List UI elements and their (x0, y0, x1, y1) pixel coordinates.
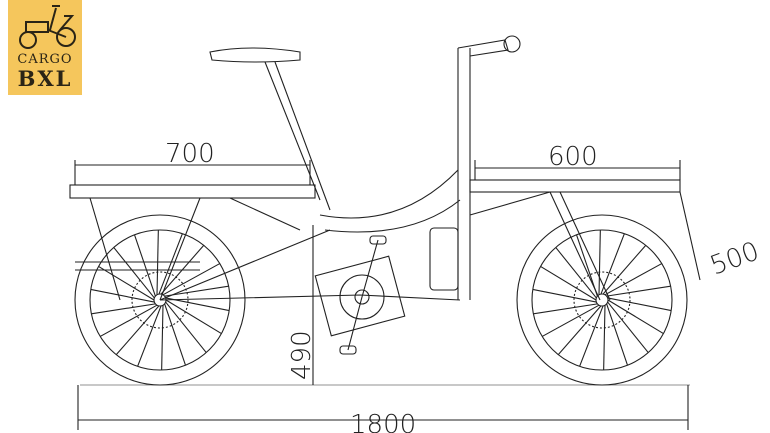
dimension-700: 700 (165, 139, 215, 169)
dimension-lines (74, 160, 701, 430)
spoke (99, 304, 158, 337)
dimension-490: 490 (287, 330, 317, 380)
spoke (541, 304, 600, 337)
spoke (603, 305, 606, 370)
spoke (598, 230, 601, 295)
logo-text-cargo: CARGO (17, 52, 73, 67)
spoke (98, 265, 155, 301)
handlebar (457, 35, 521, 57)
wheel-spokes (90, 230, 672, 370)
spoke (158, 233, 183, 295)
dimension-600: 600 (548, 142, 598, 172)
spoke (555, 247, 597, 299)
seat (209, 47, 301, 63)
dimension-500: 500 (706, 236, 763, 281)
front-wheel (516, 214, 688, 386)
spoke (557, 305, 602, 356)
spoke (602, 244, 647, 295)
cargo-bxl-logo: CARGO BXL (8, 0, 82, 95)
spoke (532, 288, 597, 303)
spoke (137, 305, 162, 367)
spoke (162, 263, 221, 296)
rear-rack (69, 184, 316, 301)
spoke (164, 285, 229, 297)
spoke (91, 303, 156, 315)
spoke (165, 299, 222, 335)
spoke (115, 305, 160, 356)
spoke (604, 263, 663, 296)
spoke (607, 297, 672, 312)
spoke (606, 285, 671, 297)
front-rack (469, 179, 681, 301)
spoke (133, 234, 156, 297)
dimension-1800: 1800 (350, 410, 416, 433)
cargo-bike-logo-icon (19, 5, 76, 49)
spoke (579, 305, 604, 367)
spoke (606, 303, 629, 366)
spoke (533, 303, 598, 315)
motor-unit (314, 235, 406, 355)
spoke (607, 301, 649, 353)
spoke (540, 265, 597, 301)
frame (159, 48, 551, 301)
spoke (607, 299, 664, 335)
spoke (90, 288, 155, 303)
spoke (161, 305, 164, 370)
logo-text-bxl: BXL (17, 66, 73, 91)
spoke (164, 303, 187, 366)
spoke (113, 247, 155, 299)
spoke (165, 301, 207, 353)
spoke (600, 233, 625, 295)
